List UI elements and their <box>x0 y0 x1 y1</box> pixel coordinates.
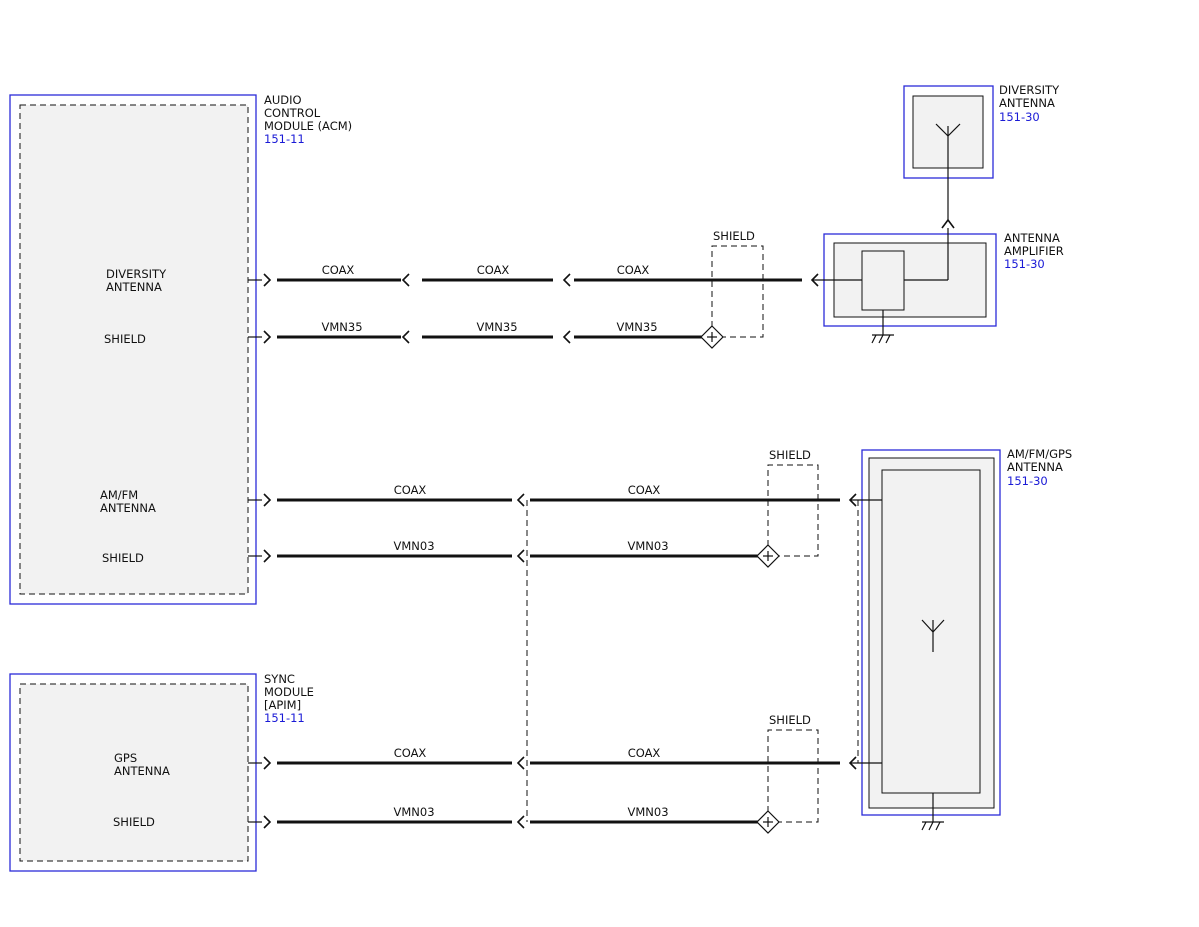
diversity-antenna: DIVERSITY ANTENNA 151-30 <box>903 83 1060 229</box>
connector-chevron-icon <box>941 218 955 229</box>
amplifier-name-line2: AMPLIFIER <box>1004 244 1064 258</box>
shield-label-1: SHIELD <box>713 229 755 243</box>
pin-label-gps-line1: GPS <box>114 751 137 765</box>
wire-label: COAX <box>322 263 355 277</box>
antenna-amplifier: ANTENNA AMPLIFIER 151-30 <box>823 228 1064 344</box>
acm-ref: 151-11 <box>264 132 305 146</box>
sync-name-line1: SYNC <box>264 672 295 686</box>
sync-ref: 151-11 <box>264 711 305 725</box>
wire-label: VMN03 <box>627 805 668 819</box>
amfmgps-antenna: AM/FM/GPS ANTENNA 151-30 <box>861 447 1072 831</box>
sync-name-line3: [APIM] <box>264 698 301 712</box>
ground-icon <box>921 821 944 831</box>
amfmgps-name-line2: ANTENNA <box>1007 460 1063 474</box>
wire-label: VMN03 <box>393 805 434 819</box>
shield-label-3: SHIELD <box>769 713 811 727</box>
wire-amfm-coax: COAX COAX <box>248 483 882 507</box>
diversity-antenna-name-line2: ANTENNA <box>999 96 1055 110</box>
wire-amfm-shield: VMN03 VMN03 <box>248 539 758 563</box>
wire-label: VMN35 <box>476 320 517 334</box>
wire-label: VMN35 <box>616 320 657 334</box>
shield-label-2: SHIELD <box>769 448 811 462</box>
antenna-symbol-icon <box>935 123 961 220</box>
amfmgps-outline <box>861 449 1001 816</box>
acm-name-line3: MODULE (ACM) <box>264 119 352 133</box>
wire-label: VMN03 <box>393 539 434 553</box>
pin-label-sync-shield: SHIELD <box>113 815 155 829</box>
wire-label: COAX <box>628 746 661 760</box>
amfmgps-ref: 151-30 <box>1007 474 1048 488</box>
wire-diversity-coax: COAX COAX COAX <box>248 263 834 287</box>
pin-label-shield-2: SHIELD <box>102 551 144 565</box>
acm-name-line1: AUDIO <box>264 93 302 107</box>
wire-label: COAX <box>477 263 510 277</box>
amfmgps-name-line1: AM/FM/GPS <box>1007 447 1072 461</box>
amplifier-ref: 151-30 <box>1004 257 1045 271</box>
wire-gps-shield: VMN03 VMN03 <box>248 805 758 829</box>
acm-name-line2: CONTROL <box>264 106 321 120</box>
acm-module: AUDIO CONTROL MODULE (ACM) 151-11 DIVERS… <box>9 93 352 605</box>
pin-label-gps-line2: ANTENNA <box>114 764 170 778</box>
acm-outline <box>9 94 257 605</box>
diversity-antenna-ref: 151-30 <box>999 110 1040 124</box>
wire-label: COAX <box>617 263 650 277</box>
pin-label-amfm-line1: AM/FM <box>100 488 138 502</box>
pin-label-diversity-line1: DIVERSITY <box>106 267 167 281</box>
shield-splice-1: SHIELD <box>700 229 764 349</box>
amplifier-name-line1: ANTENNA <box>1004 231 1060 245</box>
wire-label: COAX <box>394 746 427 760</box>
sync-name-line2: MODULE <box>264 685 314 699</box>
wire-label: VMN35 <box>321 320 362 334</box>
wire-label: COAX <box>628 483 661 497</box>
acm-body <box>19 104 249 595</box>
amplifier-element <box>861 250 905 311</box>
wire-label: VMN03 <box>627 539 668 553</box>
diversity-antenna-name-line1: DIVERSITY <box>999 83 1060 97</box>
amfmgps-element <box>881 469 981 794</box>
sync-body <box>19 683 249 862</box>
pin-label-shield-1: SHIELD <box>104 332 146 346</box>
pin-label-amfm-line2: ANTENNA <box>100 501 156 515</box>
shield-splice-2: SHIELD <box>756 448 819 568</box>
shield-splice-3: SHIELD <box>756 713 819 834</box>
antenna-symbol-icon <box>921 619 945 652</box>
sync-outline <box>9 673 257 872</box>
wire-diversity-shield: VMN35 VMN35 VMN35 <box>248 320 702 344</box>
pin-label-diversity-line2: ANTENNA <box>106 280 162 294</box>
sync-module: SYNC MODULE [APIM] 151-11 GPS ANTENNA SH… <box>9 672 314 872</box>
ground-icon <box>871 334 894 344</box>
wire-label: COAX <box>394 483 427 497</box>
wire-gps-coax: COAX COAX <box>248 746 882 770</box>
